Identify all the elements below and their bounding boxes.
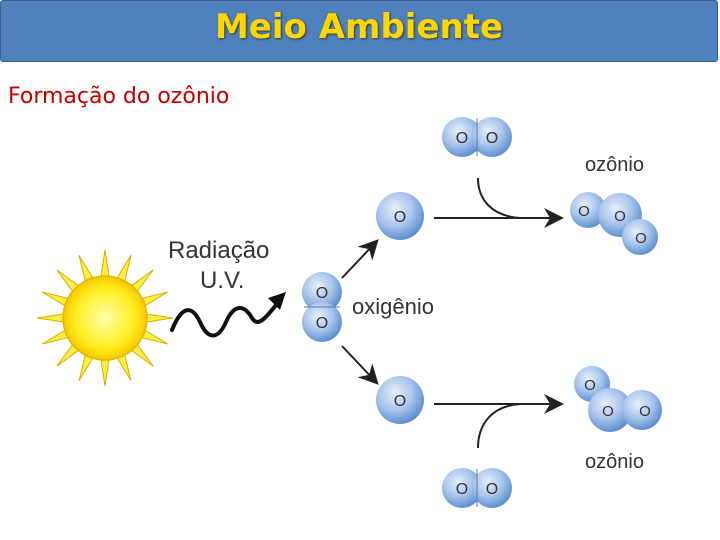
atom-label: O	[394, 209, 406, 226]
radiation-label-line2: U.V.	[200, 267, 244, 294]
atom-label: O	[486, 481, 498, 498]
oxygen-molecule: O O	[302, 272, 342, 342]
uv-wave-icon	[170, 298, 282, 338]
header-bar: Meio Ambiente	[0, 0, 718, 62]
atom-label: O	[394, 393, 406, 410]
atom-label: O	[639, 403, 651, 420]
atom-label: O	[578, 203, 590, 220]
slide-subtitle: Formação do ozônio	[8, 84, 230, 109]
uv-arrowhead-icon	[268, 292, 286, 310]
atom-label: O	[614, 208, 626, 225]
atom-label: O	[316, 285, 328, 302]
atom-label: O	[456, 481, 468, 498]
o2-molecule-top: O O	[442, 117, 512, 157]
atom-label: O	[486, 130, 498, 147]
atom-label: O	[602, 403, 614, 420]
oxygen-label: oxigênio	[352, 294, 434, 319]
atom-label: O	[584, 377, 596, 394]
oxygen-atom-top: O	[376, 192, 424, 240]
radiation-label-line1: Radiação	[168, 237, 269, 264]
ozone-molecule-bottom: O O O	[574, 366, 662, 432]
ozone-label-top: ozônio	[585, 154, 644, 176]
merge-curve-bottom	[477, 403, 521, 449]
atom-label: O	[456, 130, 468, 147]
ozone-molecule-top: O O O	[570, 192, 658, 255]
merge-curve-top	[477, 177, 521, 219]
split-arrow-up	[341, 239, 379, 279]
o2-molecule-bottom: O O	[442, 468, 512, 508]
atom-label: O	[635, 230, 647, 247]
page-title: Meio Ambiente	[214, 7, 504, 47]
sun-rays-icon	[36, 249, 174, 387]
split-arrow-down	[341, 345, 379, 385]
ozone-label-bottom: ozônio	[585, 451, 644, 473]
sun-icon	[36, 249, 174, 387]
atom-label: O	[316, 315, 328, 332]
oxygen-atom-bottom: O	[376, 376, 424, 424]
